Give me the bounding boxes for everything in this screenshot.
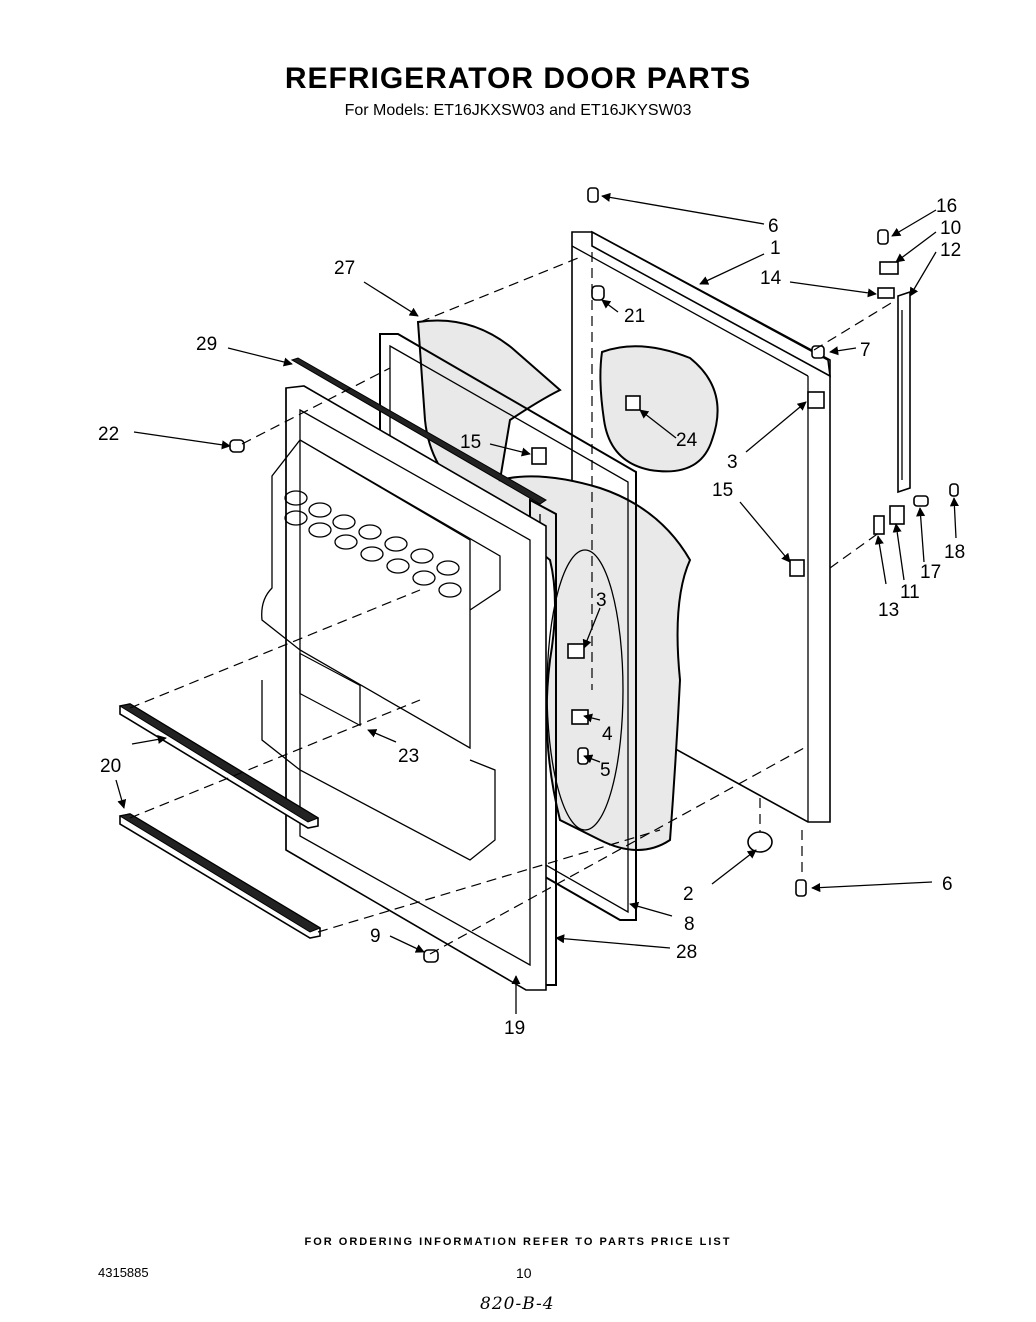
callout-3-upper: 3: [727, 452, 738, 473]
callout-8: 8: [684, 914, 695, 935]
page-title: REFRIGERATOR DOOR PARTS: [284, 62, 752, 95]
hinge-bar: [897, 290, 911, 494]
callout-6-top: 6: [768, 216, 779, 237]
callout-12: 12: [940, 240, 961, 261]
callout-5: 5: [600, 760, 611, 781]
callout-16: 16: [936, 196, 957, 217]
callout-15-left: 15: [460, 432, 481, 453]
callout-labels: 1 2 3 3 4 5 6 6 7 8 9 10 11 12 13 14 15 …: [98, 196, 965, 1039]
callout-9: 9: [370, 926, 381, 947]
hardware-parts: [229, 187, 959, 963]
callout-28: 28: [676, 942, 697, 963]
callout-10: 10: [940, 218, 961, 239]
shelf-bars: [118, 703, 322, 939]
egg-tray: [284, 490, 462, 598]
model-subtitle: For Models: ET16JKXSW03 and ET16JKYSW03: [344, 102, 692, 119]
callout-14: 14: [760, 268, 782, 289]
inner-door-liner: [261, 385, 547, 991]
callout-4: 4: [602, 724, 613, 745]
callout-27: 27: [334, 258, 355, 279]
callout-3-lower: 3: [596, 590, 607, 611]
alignment-lines: [129, 252, 897, 955]
callout-23: 23: [398, 746, 419, 767]
callout-19: 19: [504, 1018, 525, 1039]
callout-29: 29: [196, 334, 217, 355]
callout-7: 7: [860, 340, 871, 361]
trim-strip: [290, 357, 547, 505]
document-number: 4315885: [98, 1265, 149, 1280]
callout-24: 24: [676, 430, 698, 451]
callout-20: 20: [100, 756, 121, 777]
page-number: 10: [516, 1265, 532, 1281]
callout-6-bottom: 6: [942, 874, 953, 895]
callout-2: 2: [683, 884, 694, 905]
callout-15-right: 15: [712, 480, 733, 501]
callout-17: 17: [920, 562, 941, 583]
callout-18: 18: [944, 542, 965, 563]
callout-11: 11: [900, 582, 920, 603]
callout-21: 21: [624, 306, 645, 327]
callout-1: 1: [770, 238, 781, 259]
callout-22: 22: [98, 424, 119, 445]
ordering-note: FOR ORDERING INFORMATION REFER TO PARTS …: [304, 1236, 732, 1248]
handwritten-note: 820-B-4: [480, 1294, 555, 1314]
callout-13: 13: [878, 600, 899, 621]
leader-arrows: [115, 192, 959, 1014]
